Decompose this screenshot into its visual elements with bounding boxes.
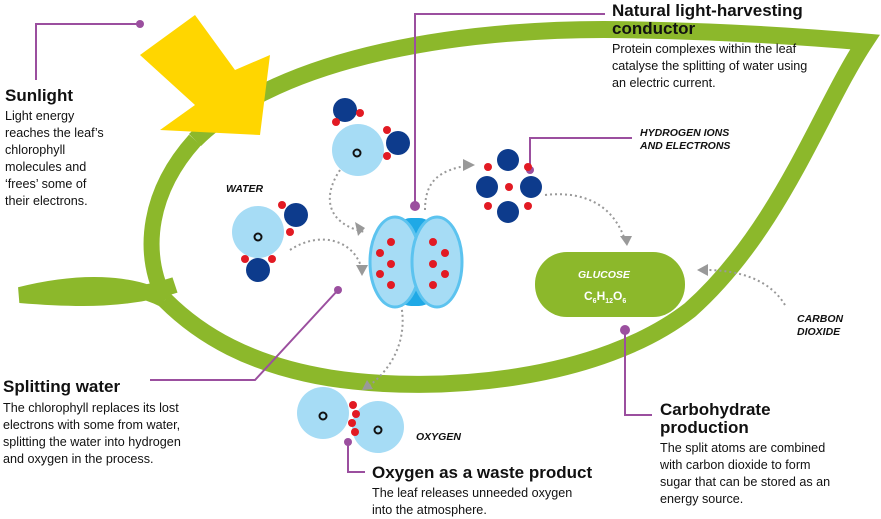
svg-text:energy source.: energy source. — [660, 492, 743, 506]
svg-text:into the atmosphere.: into the atmosphere. — [372, 503, 487, 517]
glucose-formula: C6H12O6 — [584, 289, 626, 305]
svg-text:splitting the water into hydro: splitting the water into hydrogen — [3, 435, 181, 449]
hydrogen-label: HYDROGEN IONS — [640, 127, 729, 139]
arrow-co2 — [704, 269, 786, 306]
arrow-to-glucose — [544, 193, 626, 241]
oxygen-molecule — [297, 387, 404, 453]
svg-text:and oxygen in the process.: and oxygen in the process. — [3, 452, 154, 466]
svg-text:catalyse the splitting of wate: catalyse the splitting of water using — [612, 59, 807, 73]
arrow-water-top — [328, 169, 366, 233]
arrow-to-oxygen — [369, 299, 404, 386]
water-label: WATER — [226, 183, 264, 195]
carbon-dioxide-label-2: DIOXIDE — [797, 326, 841, 338]
leaf-stem — [18, 134, 201, 308]
svg-text:chlorophyll: chlorophyll — [5, 143, 65, 157]
pointer-oxygen — [344, 438, 365, 473]
svg-text:their electrons.: their electrons. — [5, 194, 88, 208]
arrow-water-left — [289, 238, 363, 271]
svg-text:molecules and: molecules and — [5, 160, 86, 174]
sunlight-arrow — [140, 15, 270, 135]
hydrogen-ions-electrons — [476, 149, 542, 223]
splitting-text: Splitting water The chlorophyll replaces… — [3, 377, 181, 466]
hydrogen-label-2: AND ELECTRONS — [639, 140, 730, 152]
svg-text:sugar that can be stored as an: sugar that can be stored as an — [660, 475, 830, 489]
svg-text:‘frees’ some of: ‘frees’ some of — [5, 177, 87, 191]
svg-text:The split atoms are combined: The split atoms are combined — [660, 441, 825, 455]
oxygen-label: OXYGEN — [416, 431, 461, 443]
glucose-capsule — [535, 252, 685, 317]
pointer-carbohydrate — [620, 325, 652, 416]
light-harvesting-conductor — [368, 215, 464, 309]
svg-text:Light energy: Light energy — [5, 109, 75, 123]
svg-text:electrons with some from water: electrons with some from water, — [3, 418, 180, 432]
sunlight-text: Sunlight Light energy reaches the leaf’s c… — [5, 86, 104, 208]
arrow-to-hydrogen — [424, 164, 471, 211]
svg-text:Carbohydrate: Carbohydrate — [660, 400, 771, 419]
svg-text:Sunlight: Sunlight — [5, 86, 73, 105]
svg-text:The leaf releases unneeded oxy: The leaf releases unneeded oxygen — [372, 486, 572, 500]
water-molecule-left — [232, 201, 308, 282]
svg-text:reaches the leaf’s: reaches the leaf’s — [5, 126, 104, 140]
pointer-splitting — [150, 286, 342, 381]
svg-text:The chlorophyll replaces its l: The chlorophyll replaces its lost — [3, 401, 179, 415]
leaf-outline — [158, 21, 880, 393]
pointer-conductor — [410, 13, 605, 211]
svg-text:Splitting water: Splitting water — [3, 377, 121, 396]
glucose-label: GLUCOSE — [578, 269, 631, 281]
oxygen-text: Oxygen as a waste product The leaf relea… — [372, 463, 592, 517]
arrowheads — [355, 159, 708, 390]
svg-text:Natural light-harvesting: Natural light-harvesting — [612, 1, 803, 20]
svg-text:production: production — [660, 418, 749, 437]
svg-text:an electric current.: an electric current. — [612, 76, 716, 90]
pointer-hydrogen — [526, 137, 632, 174]
pointer-sunlight — [35, 20, 144, 80]
svg-text:conductor: conductor — [612, 19, 695, 38]
water-molecule-top — [332, 98, 410, 176]
carbon-dioxide-label: CARBON — [797, 313, 843, 325]
svg-text:with carbon dioxide to form: with carbon dioxide to form — [659, 458, 811, 472]
svg-text:Protein complexes within the l: Protein complexes within the leaf — [612, 42, 797, 56]
svg-text:Oxygen as a waste product: Oxygen as a waste product — [372, 463, 592, 482]
